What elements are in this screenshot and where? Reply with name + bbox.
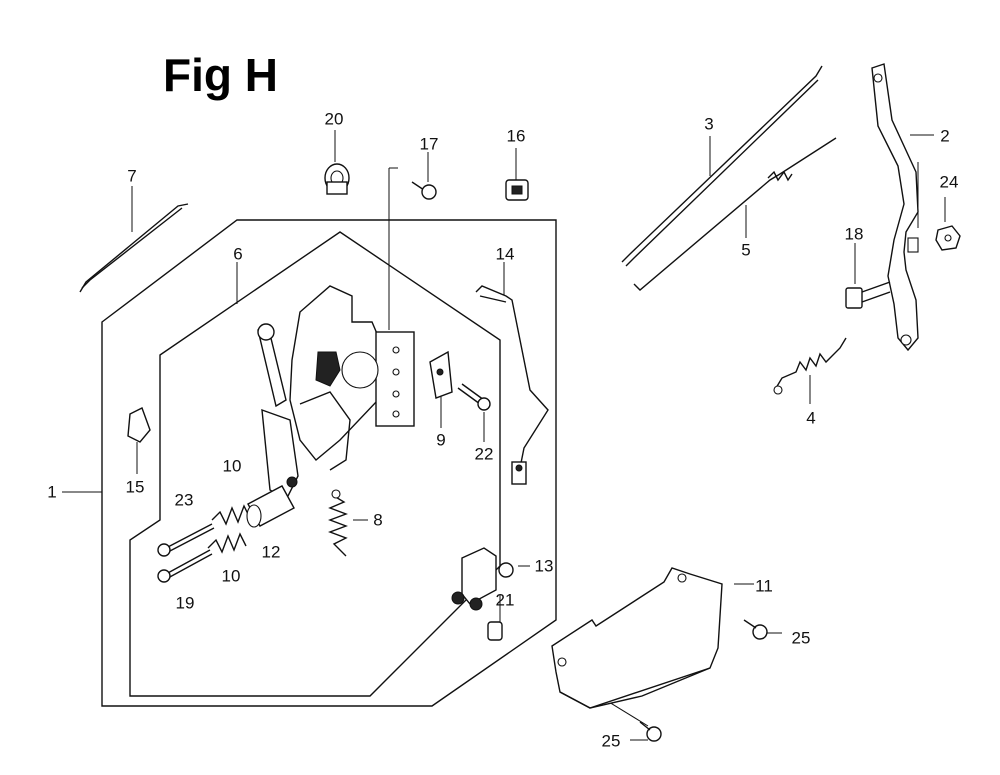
callout-5: 5 <box>741 240 751 260</box>
part-25-screw-upper <box>743 619 768 640</box>
part-9-pivot <box>429 350 453 399</box>
callout-15: 15 <box>125 477 145 497</box>
part-24-nut <box>935 225 961 251</box>
callout-1: 1 <box>47 482 57 502</box>
callout-7: 7 <box>127 166 137 186</box>
callout-12: 12 <box>261 542 281 562</box>
callout-13: 13 <box>534 556 554 576</box>
figure-title: Fig H <box>163 49 278 101</box>
assembly-outline-outer <box>101 219 557 707</box>
callout-3: 3 <box>704 114 714 134</box>
callout-10-upper: 10 <box>222 456 242 476</box>
callout-21: 21 <box>495 590 515 610</box>
callout-19: 19 <box>175 593 195 613</box>
callout-20: 20 <box>324 109 344 129</box>
callout-18: 18 <box>844 224 864 244</box>
callout-2: 2 <box>940 126 950 146</box>
part-22-pin <box>457 383 491 411</box>
part-7-link-rod <box>79 203 189 293</box>
callout-17: 17 <box>419 134 439 154</box>
part-21-screw <box>487 621 503 641</box>
part-17-screw <box>411 181 437 200</box>
part-19-screw <box>157 549 213 583</box>
part-18-bolt <box>845 281 891 309</box>
part-8-spring-center <box>328 489 348 557</box>
part-4-spring <box>773 337 847 395</box>
part-15-clip <box>127 407 151 443</box>
part-12-sleeve <box>246 485 295 528</box>
callout-14: 14 <box>495 244 515 264</box>
assembly-outline-inner <box>129 231 501 697</box>
part-5-rod <box>633 137 837 291</box>
part-2-lever <box>871 63 919 352</box>
part-11-cover <box>551 567 723 709</box>
callout-24: 24 <box>939 172 959 192</box>
part-25-screw-lower <box>639 721 662 742</box>
callout-22: 22 <box>474 444 494 464</box>
part-16-clamp <box>505 179 529 201</box>
callout-25-lower: 25 <box>601 731 621 751</box>
callout-25-upper: 25 <box>791 628 811 648</box>
callout-11: 11 <box>755 576 773 596</box>
callout-9: 9 <box>436 430 446 450</box>
leader-lines <box>62 130 946 741</box>
part-13-switch-block <box>451 547 514 611</box>
callout-23: 23 <box>174 490 194 510</box>
callout-16: 16 <box>506 126 526 146</box>
callout-4: 4 <box>806 408 816 428</box>
callout-6: 6 <box>233 244 243 264</box>
part-3-rod <box>621 65 823 267</box>
part-23-screw <box>157 523 215 557</box>
part-14-control-rod <box>475 285 549 485</box>
part-10-springs <box>207 504 251 554</box>
callout-8-spring: 8 <box>373 510 383 530</box>
part-20-clip <box>324 163 350 195</box>
callout-10-lower: 10 <box>221 566 241 586</box>
governor-bracket-assembly <box>257 285 415 502</box>
